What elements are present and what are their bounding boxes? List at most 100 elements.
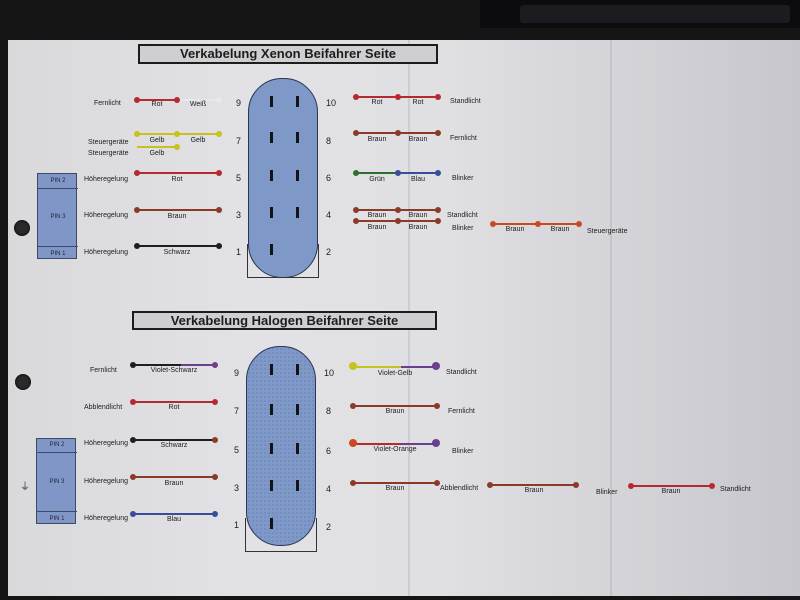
wire-end	[434, 403, 440, 409]
wire-schwarz	[133, 439, 215, 441]
wire-end	[216, 243, 222, 249]
halogen-title: Verkabelung Halogen Beifahrer Seite	[132, 311, 437, 330]
pin-number: 3	[234, 483, 240, 493]
pin-number: 6	[326, 173, 332, 183]
signal-label: Höheregelung	[84, 440, 128, 447]
xenon-title: Verkabelung Xenon Beifahrer Seite	[138, 44, 438, 64]
wire-label: Braun	[408, 136, 428, 143]
wire-end	[212, 399, 218, 405]
wire-end	[212, 474, 218, 480]
signal-label: Höheregelung	[84, 478, 128, 485]
wire-label: Gelb	[149, 150, 165, 157]
pin-number: 8	[326, 406, 332, 416]
wire-end	[353, 170, 359, 176]
pin-number: 2	[326, 247, 332, 257]
signal-label: Standlicht	[720, 486, 751, 493]
signal-label: Steuergeräte	[587, 228, 628, 235]
wire-label: Rot	[412, 99, 424, 106]
pinbox-label: PIN 2	[49, 442, 65, 448]
signal-label: Standlicht	[446, 369, 477, 376]
wire-end	[435, 94, 441, 100]
wire-end	[212, 362, 218, 368]
wire-label: Braun	[164, 480, 184, 487]
wire-label: Violet-Orange	[373, 446, 417, 453]
wire-end	[174, 97, 180, 103]
signal-label: Steuergeräte	[88, 139, 129, 146]
signal-label: Abblendlicht	[84, 404, 123, 411]
wire-end	[353, 94, 359, 100]
wire-end	[134, 207, 140, 213]
wire-end	[395, 94, 401, 100]
wire-end	[216, 131, 222, 137]
wire-label: Braun	[408, 212, 428, 219]
wire-label: Grün	[369, 176, 385, 183]
wire-end	[432, 362, 440, 370]
wire-label: Blau	[410, 176, 426, 183]
signal-label: Standlicht	[450, 98, 481, 105]
wire-label: Braun	[385, 485, 405, 492]
pin-number: 1	[236, 247, 242, 257]
pin-slot	[270, 518, 273, 529]
wire-end	[434, 480, 440, 486]
wire-end	[134, 243, 140, 249]
wire-braun	[353, 482, 437, 484]
pin-slot	[296, 480, 299, 491]
wire-end	[432, 439, 440, 447]
wire-end	[395, 170, 401, 176]
wire-end	[573, 482, 579, 488]
wire-rot	[137, 99, 177, 101]
pin-slot	[270, 207, 273, 218]
wire-label: Braun	[661, 488, 681, 495]
pin-number: 1	[234, 520, 240, 530]
pinbox-label: PIN 1	[49, 516, 65, 522]
wire-violet-orange	[353, 443, 401, 445]
wire-rot	[137, 172, 219, 174]
pinbox-label: PIN 2	[50, 178, 66, 184]
wire-end	[490, 221, 496, 227]
wire-label: Braun	[505, 226, 525, 233]
wire-end	[134, 131, 140, 137]
wire-violet-orange	[401, 443, 437, 445]
pin-slot	[270, 244, 273, 255]
wire-braun	[353, 405, 437, 407]
wire-blau	[133, 513, 215, 515]
signal-label: Blinker	[452, 448, 474, 455]
paper-fold	[610, 40, 612, 596]
pin-slot	[270, 170, 273, 181]
wire-end	[435, 170, 441, 176]
wire-end	[130, 511, 136, 517]
wire-end	[487, 482, 493, 488]
wire-label: Rot	[151, 101, 163, 108]
wire-label: Rot	[371, 99, 383, 106]
wire-label: Rot	[171, 176, 183, 183]
pin-number: 8	[326, 136, 332, 146]
pin-number: 10	[324, 368, 335, 378]
wire-braun-chain	[631, 485, 713, 487]
wire-blau	[396, 172, 438, 174]
pin-slot	[270, 443, 273, 454]
pin-slot	[270, 132, 273, 143]
wire-end	[174, 131, 180, 137]
pin-number: 5	[236, 173, 242, 183]
wire-label: Violet-Gelb	[377, 370, 413, 377]
wire-label: Braun	[385, 408, 405, 415]
wire-end	[395, 130, 401, 136]
wire-gelb	[137, 146, 177, 148]
signal-label: Fernlicht	[448, 408, 475, 415]
wire-label: Schwarz	[160, 442, 188, 449]
wire-label: Braun	[550, 226, 570, 233]
wire-end	[130, 399, 136, 405]
wire-end	[212, 511, 218, 517]
halogen-connector	[246, 346, 316, 546]
wire-end	[576, 221, 582, 227]
wire-label: Braun	[167, 213, 187, 220]
wire-end	[212, 437, 218, 443]
signal-label: Höheregelung	[84, 515, 128, 522]
pin-slot	[296, 364, 299, 375]
pinbox-label: PIN 1	[50, 251, 66, 257]
pin-slot	[296, 132, 299, 143]
pin-slot	[270, 364, 273, 375]
pin-slot	[296, 96, 299, 107]
pin-number: 10	[326, 98, 337, 108]
pin-number: 9	[236, 98, 242, 108]
